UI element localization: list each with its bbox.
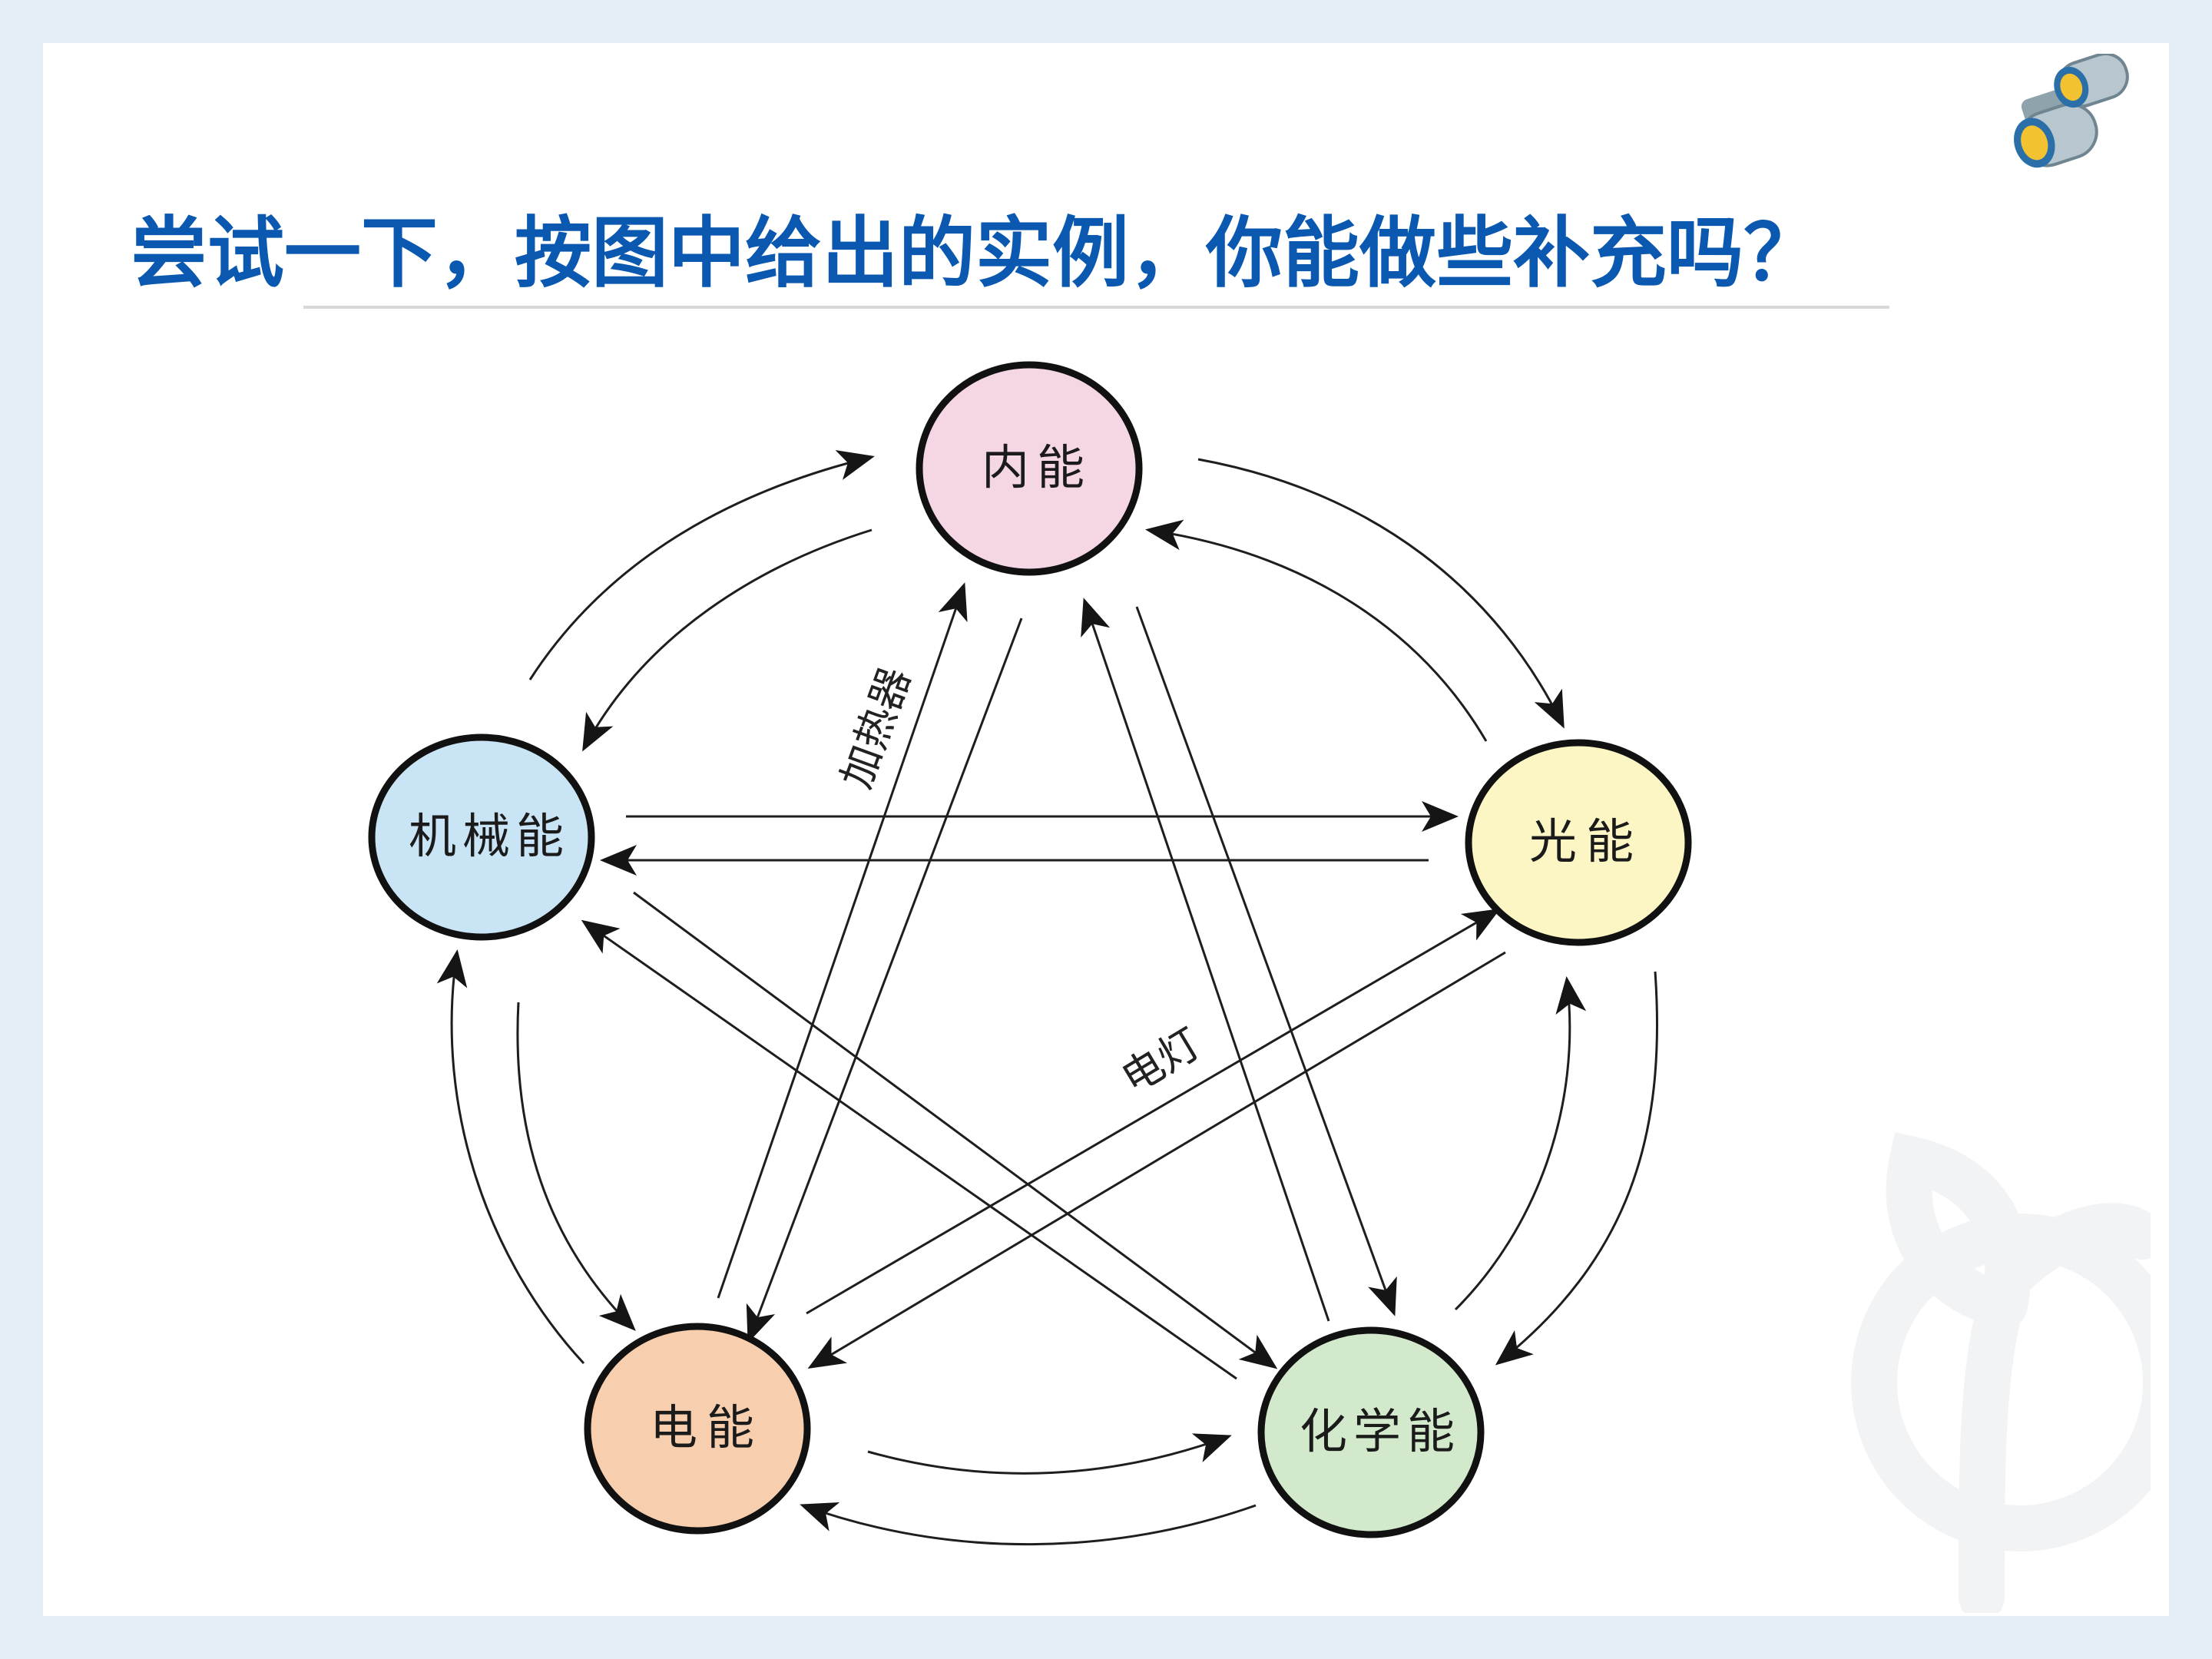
arrow-neineng-to-dianneng	[746, 618, 1023, 1343]
arrow-huaxueneng-to-jixieneng	[581, 919, 1237, 1380]
arrow-jixieneng-to-neineng	[528, 449, 875, 680]
node-neineng-circle	[916, 361, 1143, 576]
node-huaxueneng: 化学能	[1257, 1326, 1485, 1538]
page-title: 尝试一下，按图中给出的实例，你能做些补充吗？	[131, 208, 1820, 298]
arrow-jixieneng-to-dianneng	[516, 1002, 636, 1331]
arrow-jixieneng-to-huaxueneng	[633, 891, 1278, 1369]
arrow-guangneng-to-neineng	[1145, 519, 1488, 742]
node-jixieneng: 机械能	[368, 733, 595, 941]
node-jixieneng-label: 机械能	[409, 808, 570, 864]
node-huaxueneng-label: 化学能	[1300, 1403, 1461, 1459]
sprout-watermark-icon	[1851, 1132, 2151, 1613]
node-jixieneng-circle	[368, 733, 595, 941]
arrow-dianneng-to-guangneng	[806, 908, 1501, 1315]
node-huaxueneng-circle	[1257, 1326, 1485, 1538]
node-dianneng: 电能	[584, 1323, 811, 1535]
arrow-huaxueneng-to-dianneng	[800, 1502, 1257, 1546]
node-neineng: 内能	[916, 361, 1143, 576]
arrow-huaxueneng-to-guangneng	[1454, 976, 1587, 1311]
heater-annotation: 加热器	[832, 661, 920, 795]
arrow-dianneng-to-neineng	[717, 582, 968, 1299]
arrow-neineng-to-huaxueneng	[1135, 606, 1397, 1316]
arrow-neineng-to-jixieneng	[582, 528, 873, 752]
node-guangneng-circle	[1465, 739, 1692, 946]
lamp-annotation: 电灯	[1113, 1019, 1209, 1104]
arrow-dianneng-to-huaxueneng	[867, 1433, 1232, 1475]
arrow-neineng-to-guangneng	[1197, 458, 1565, 729]
arrow-huaxueneng-to-neineng	[1081, 598, 1330, 1322]
title-underline	[303, 306, 1889, 309]
node-guangneng: 光能	[1465, 739, 1692, 946]
arrow-dianneng-to-jixieneng	[436, 949, 585, 1365]
node-dianneng-label: 电能	[650, 1399, 763, 1455]
node-guangneng-label: 光能	[1529, 813, 1643, 869]
node-dianneng-circle	[584, 1323, 811, 1535]
arrow-guangneng-to-dianneng	[807, 951, 1506, 1369]
binoculars-icon	[2014, 54, 2129, 168]
conversion-arrows	[436, 449, 1658, 1546]
arrow-guangneng-to-huaxueneng	[1495, 971, 1658, 1366]
node-neineng-label: 内能	[982, 439, 1092, 495]
